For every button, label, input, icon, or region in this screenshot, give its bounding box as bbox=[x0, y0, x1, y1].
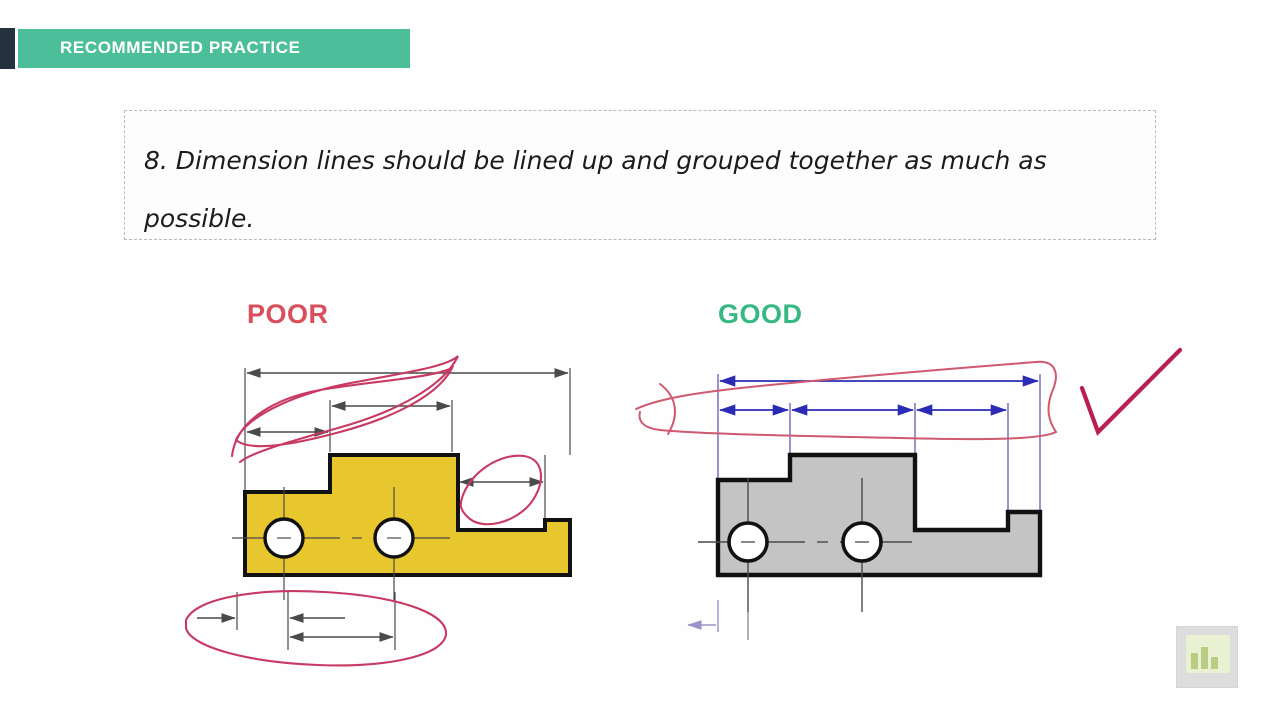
poor-markup-annotations bbox=[184, 355, 543, 667]
statement-box bbox=[124, 110, 1156, 240]
good-hole-right bbox=[841, 521, 883, 563]
caption-poor: POOR bbox=[247, 299, 329, 329]
markup-ellipse-right-notch bbox=[459, 454, 543, 526]
good-markup-annotations bbox=[635, 347, 1183, 441]
markup-lasso-left-hook bbox=[659, 383, 676, 435]
poor-bottom-dimension-lines bbox=[197, 613, 394, 642]
good-hole-left bbox=[727, 521, 769, 563]
markup-check bbox=[1079, 347, 1183, 436]
poor-hole-left bbox=[263, 517, 305, 559]
statement-text: 8. Dimension lines should be lined up an… bbox=[144, 146, 1047, 233]
watermark-bar-2 bbox=[1201, 647, 1208, 669]
header-banner bbox=[18, 29, 410, 68]
good-part-shape bbox=[715, 452, 1043, 578]
poor-holes bbox=[263, 517, 415, 559]
markup-ellipse-bottom bbox=[184, 590, 448, 667]
header-accent-block bbox=[0, 28, 15, 69]
caption-good: GOOD bbox=[718, 299, 803, 329]
markup-scribble-upper bbox=[230, 355, 459, 464]
poor-dimension-lines bbox=[246, 368, 569, 487]
good-extension-lines bbox=[717, 374, 1041, 512]
poor-bottom-extension-lines bbox=[236, 592, 396, 650]
good-bottom-dimension-remnant bbox=[687, 600, 749, 640]
good-holes bbox=[727, 521, 883, 563]
good-dimension-lines bbox=[719, 375, 1039, 416]
good-center-lines bbox=[698, 478, 912, 612]
poor-part-shape bbox=[243, 453, 572, 577]
poor-extension-lines bbox=[244, 368, 571, 530]
markup-lasso-dimensions bbox=[635, 360, 1058, 441]
poor-hole-right bbox=[373, 517, 415, 559]
watermark-bar-3 bbox=[1211, 657, 1218, 669]
poor-center-lines bbox=[232, 487, 450, 600]
header-title: RECOMMENDED PRACTICE bbox=[60, 38, 301, 57]
watermark-bar-1 bbox=[1191, 653, 1198, 669]
watermark-logo bbox=[1176, 626, 1238, 688]
